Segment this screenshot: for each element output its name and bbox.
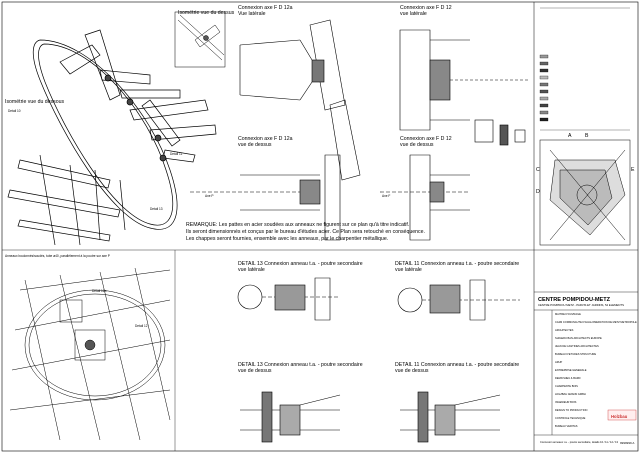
isometric-ring-view [7,29,217,246]
bottom-left-note: Anneaux boulonnés/soudés, tube ø40, para… [5,254,110,258]
detail-11-top-drawing [400,391,501,443]
key-plan [539,139,631,246]
detail-fd12a-side-drawing [239,19,361,181]
title-block-row: CONTROLE TECHNIQUE [555,417,586,420]
title-block-row: HOLZBAU AMANN GMBH [555,393,586,396]
title-block-frame [534,249,638,436]
legend-block [539,7,630,131]
grid-letter-b: B [585,133,589,139]
drawing-number: 9999999 A [620,441,635,445]
title-block-row: MAITRE D'OUVRAGE [555,313,581,316]
grid-letter-e: E [631,167,635,173]
title-block-row: DESIGN TO PRODUCTION [555,409,588,412]
detail-13-side-drawing [237,277,340,321]
title-block-row: ARUP [555,361,563,364]
title-block-row: ARCHITECTES [555,329,574,332]
title-block-row: JEAN DE GASTINES ARCHITECTES [555,345,599,348]
callout-detail-12: Detail 12 [135,324,148,328]
title-block-row: DEMATHIEU & BARD [555,377,581,380]
detail-fd12-top-drawing [380,154,470,241]
top-inset-isometric [174,11,226,68]
detail-13-top-drawing [240,391,341,443]
detail-13-top-title: DETAIL 13 Connexion anneau t.a. - poutre… [238,362,363,374]
drawing-footer: Connexion anneaux t.a. - poutre secondai… [540,441,618,444]
top-iso-title: Isométrie vue du dessus [178,10,235,16]
detail-11-side-title: DETAIL 11 Connexion anneau t.a. - poutre… [395,261,520,273]
title-block-row: BUREAU VERITAS [555,425,578,428]
holzbau-logo-box [607,409,637,421]
title-block-row: CA2M COMMUNAUTE D'AGGLOMERATION DE METZ … [555,321,637,324]
title-block-row: BUREAU D'ETUDES STRUCTURE [555,353,597,356]
bottom-left-lattice [9,267,171,441]
grid-letter-a: A [568,133,572,139]
detail-11-top-title: DETAIL 11 Connexion anneau t.a. - poutre… [395,362,520,374]
detail-11-side-drawing [397,279,520,321]
title-block-row: CHARPENTE BOIS [555,385,578,388]
callout-axis-p: Axe P [205,194,214,198]
detail-13-side-title: DETAIL 13 Connexion anneau t.a. - poutre… [238,261,363,273]
callout-detail-10: Detail 10 [8,109,21,113]
callout-detail-11: Detail 11 [170,152,183,156]
remark-note: REMARQUE: Les pattes en acier soudées au… [186,222,425,243]
title-block-row: SHIGERU BAN ARCHITECTS EUROPE [555,337,602,340]
grid-letter-d: D [536,189,540,195]
title-block-row: ENTREPRISE GENERALE [555,369,587,372]
detail-fd12a-top-drawing [190,154,341,241]
callout-detail-13: Detail 13 [150,207,163,211]
firm-logo: Holzbau [611,414,628,419]
project-subtitle: CENTRE POMPIDOU METZ - PARVIS ET JARDINS… [538,303,624,307]
title-block-row: INGENIEUR BOIS [555,401,577,404]
detail-fd12-side-drawing [399,29,530,146]
project-title: CENTRE POMPIDOU-METZ [538,297,611,303]
grid-letter-c: C [536,167,540,173]
left-iso-title: Isométrie vue du dessous [5,99,65,105]
callout-axis-f: Axe F [382,194,391,198]
callout-detail-12a: Detail 12a [92,289,107,293]
